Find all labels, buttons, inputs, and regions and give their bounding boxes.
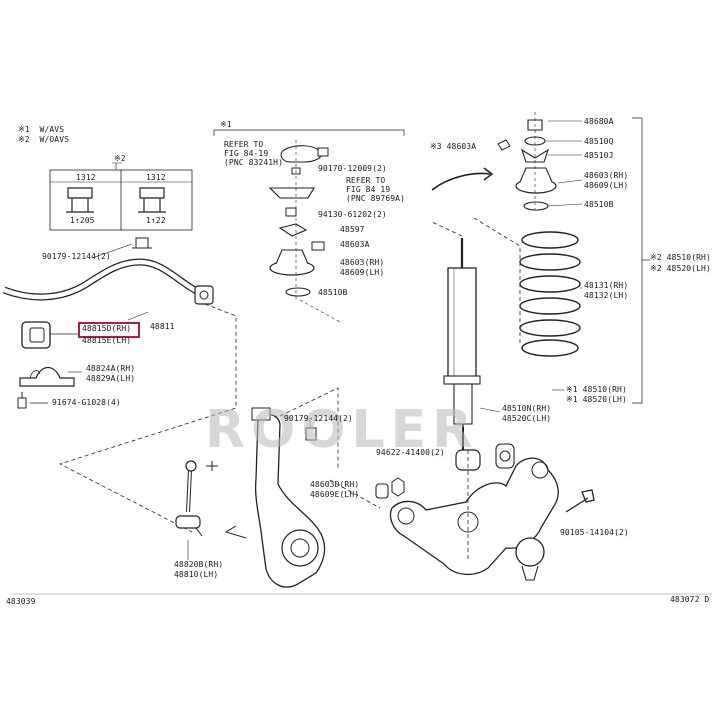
part-48811: 48811	[150, 322, 175, 331]
group-label-left: ※2	[114, 154, 126, 163]
group-label-top: ※1	[220, 120, 232, 129]
arm-bolt	[565, 489, 595, 513]
refer-note-a2: FIG 84-19	[224, 149, 269, 158]
stabilizer-bar	[2, 258, 207, 301]
bracket-bolt	[17, 392, 27, 409]
part-48597: 48597	[340, 225, 365, 234]
part-48824a: 48824A(RH)	[86, 364, 136, 373]
figure-code-left: 483039	[6, 597, 36, 606]
bracket-refer-b	[268, 187, 315, 199]
part-90170: 90170-12009(2)	[318, 164, 387, 173]
part-48510n: 48510N(RH)	[502, 404, 552, 413]
part-48603a-mid: 48603A	[340, 240, 370, 249]
part-48520c: 48520C(LH)	[502, 414, 552, 423]
part-90179-a: 90179-12144(2)	[42, 252, 111, 261]
part-48520-lh-w-avs: ※1 48520(LH)	[566, 395, 627, 404]
part-48815e: 48815E(LH)	[82, 336, 132, 345]
part-91674: 91674-G1028(4)	[52, 398, 121, 407]
refer-note-b1: REFER TO	[346, 176, 386, 185]
part-48132: 48132(LH)	[584, 291, 629, 300]
bracket-refer-a	[280, 145, 322, 163]
part-48510-rh-w-oavs: ※2 48510(RH)	[650, 253, 711, 262]
watermark: ROOLER	[205, 400, 479, 460]
part-48680a: 48680A	[584, 117, 614, 126]
refer-note-a3: (PNC 83241H)	[224, 158, 283, 167]
part-48603a-top: ※3 48603A	[430, 142, 477, 151]
legend-line-2: ※2 W/OAVS	[18, 135, 70, 144]
part-48609e: 48609E(LH)	[310, 490, 360, 499]
refer-note-a1: REFER TO	[224, 140, 264, 149]
legend-line-1: ※1 W/AVS	[18, 125, 65, 134]
stabilizer-bushing	[21, 321, 51, 349]
part-48520-lh-w-oavs: ※2 48520(LH)	[650, 264, 711, 273]
part-90105: 90105-14104(2)	[560, 528, 629, 537]
ball-joint	[515, 537, 545, 567]
part-48603-mid: 48603(RH)	[340, 258, 385, 267]
stabilizer-bracket	[19, 366, 75, 387]
part-94622: 94622-41400(2)	[376, 448, 445, 457]
part-48510j: 48510J	[584, 151, 614, 160]
part-48603d: 48603D(RH)	[310, 480, 360, 489]
part-48815d: 48815D(RH)	[82, 324, 132, 333]
table-b-foot: 1↑22	[146, 216, 166, 225]
part-48510-rh-w-avs: ※1 48510(RH)	[566, 385, 627, 394]
refer-note-b2: FIG 84 19	[346, 185, 391, 194]
part-48820b: 48820B(RH)	[174, 560, 224, 569]
highlight-box	[78, 322, 140, 338]
shock-absorber-body	[447, 267, 477, 379]
part-94130: 94130-61202(2)	[318, 210, 387, 219]
part-48609-mid: 48609(LH)	[340, 268, 385, 277]
table-b-head: 1312	[146, 173, 166, 182]
part-48510b-mid: 48510B	[318, 288, 348, 297]
figure-code-right: 483072 D	[670, 595, 710, 604]
part-48829a: 48829A(LH)	[86, 374, 136, 383]
table-a-head: 1312	[76, 173, 96, 182]
table-a-foot: 1↑205	[70, 216, 95, 225]
refer-note-b3: (PNC 89769A)	[346, 194, 405, 203]
part-48510q: 48510Q	[584, 137, 614, 146]
part-48810: 48810(LH)	[174, 570, 219, 579]
part-48603-right: 48603(RH)	[584, 171, 629, 180]
part-48131: 48131(RH)	[584, 281, 629, 290]
steering-knuckle	[254, 413, 326, 588]
part-48510b-right: 48510B	[584, 200, 614, 209]
coil-spring	[519, 231, 581, 357]
part-48609-right: 48609(LH)	[584, 181, 629, 190]
assembly-arrow	[431, 172, 491, 191]
part-90179-b: 90179-12144(2)	[284, 414, 353, 423]
